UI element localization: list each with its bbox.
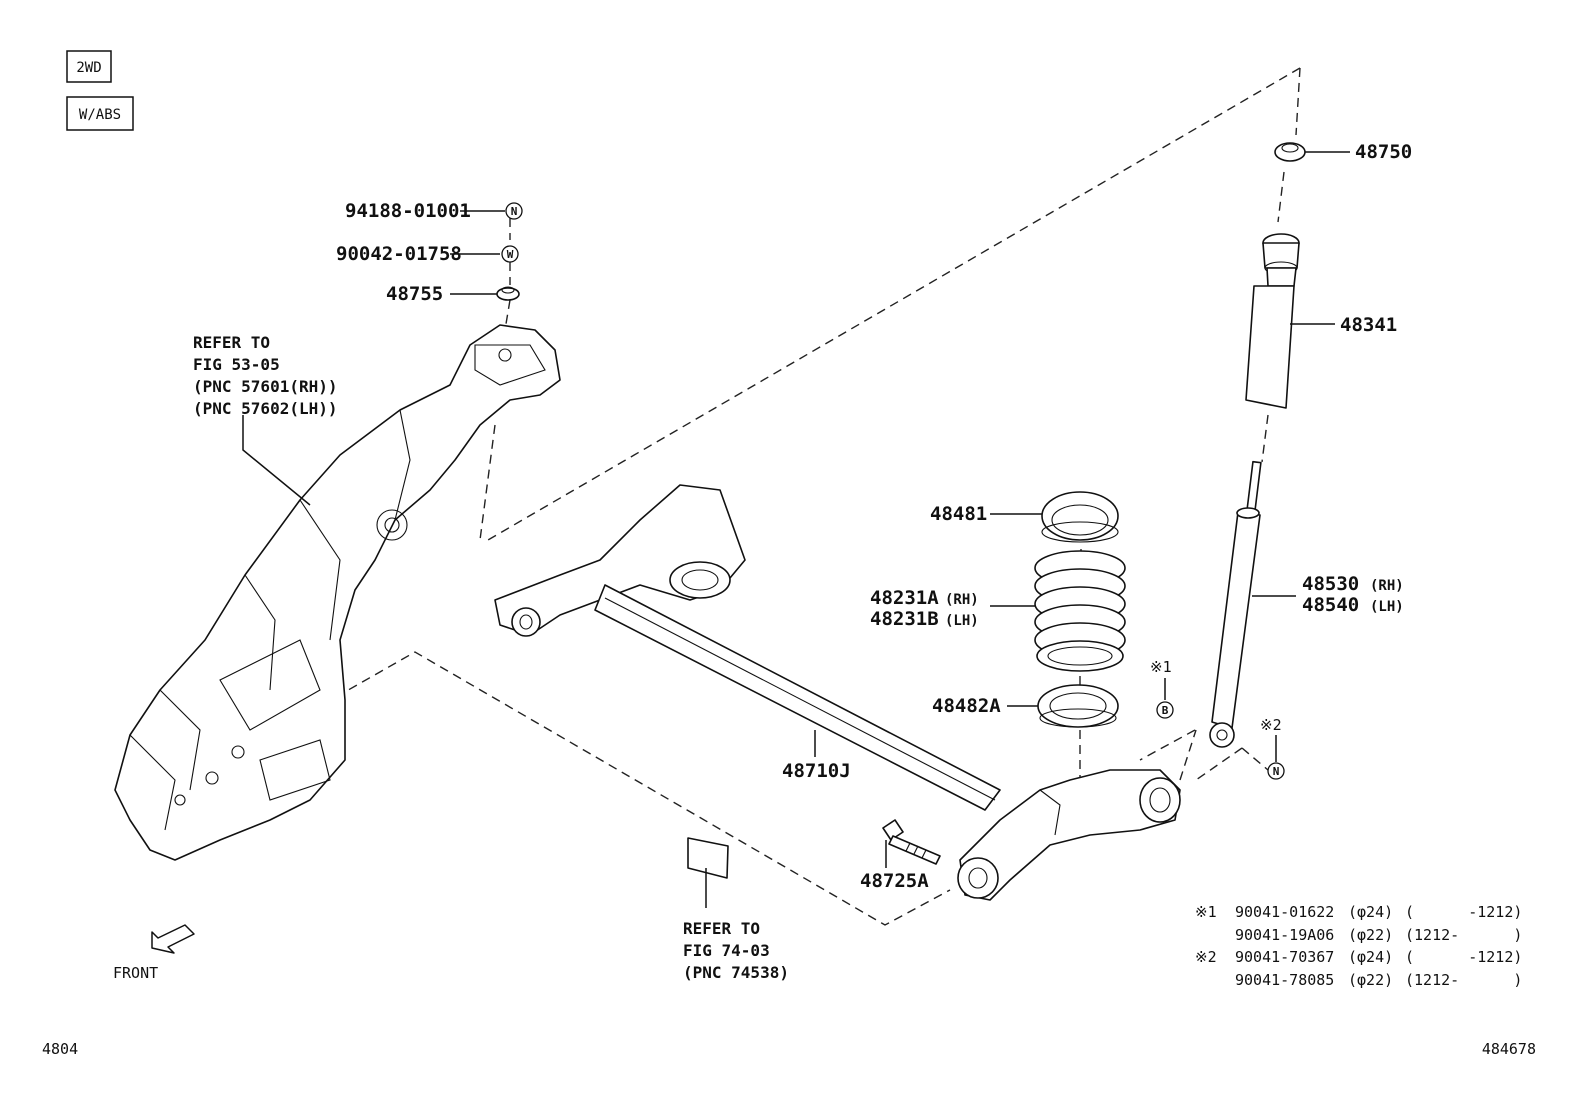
svg-text:B: B xyxy=(1162,704,1169,717)
refer-body-line2: FIG 53-05 xyxy=(193,355,280,374)
refer-body-line1: REFER TO xyxy=(193,333,270,352)
corner-code-right: 484678 xyxy=(1482,1040,1536,1058)
note-row-3-size: (φ24) xyxy=(1348,948,1393,966)
label-48482a: 48482A xyxy=(932,695,1001,717)
label-48231a-number: 48231A xyxy=(870,587,939,609)
refer-body-line4: (PNC 57602(LH)) xyxy=(193,399,338,418)
label-48540-number: 48540 xyxy=(1302,594,1359,616)
svg-text:N: N xyxy=(511,205,518,218)
note-row-1-mark: ※1 xyxy=(1195,903,1217,921)
ref-mark-2: ※2 xyxy=(1260,716,1282,734)
badge-wabs-label: W/ABS xyxy=(79,107,121,123)
label-48231b-number: 48231B xyxy=(870,608,939,630)
svg-text:W: W xyxy=(507,248,514,261)
label-48231b-side: (LH) xyxy=(945,613,979,629)
corner-code-left: 4804 xyxy=(42,1040,78,1058)
washer-marker: W xyxy=(501,245,519,263)
refer-plate-line1: REFER TO xyxy=(683,919,760,938)
label-48231a-side: (RH) xyxy=(945,592,979,608)
label-48530-number: 48530 xyxy=(1302,573,1359,595)
upper-mount-stack xyxy=(496,286,520,301)
badge-wabs: W/ABS xyxy=(66,96,134,131)
upper-spring-insulator xyxy=(1041,491,1119,543)
label-94188-01001: 94188-01001 xyxy=(345,200,471,222)
note-row-4-part: 90041-78085 xyxy=(1235,971,1334,989)
refer-plate-note: REFER TO FIG 74-03 (PNC 74538) xyxy=(683,919,789,982)
front-label: FRONT xyxy=(113,964,158,982)
note-row-2-part: 90041-19A06 xyxy=(1235,926,1334,944)
label-48530: 48530 (RH) xyxy=(1302,573,1404,595)
refer-body-line3: (PNC 57601(RH)) xyxy=(193,377,338,396)
label-48710j: 48710J xyxy=(782,760,851,782)
label-48481: 48481 xyxy=(930,503,987,525)
bumper-cap xyxy=(1274,142,1306,162)
nut-marker-lower: N xyxy=(1267,762,1285,780)
note-row-3-mark: ※2 xyxy=(1195,948,1217,966)
note-row-4-size: (φ22) xyxy=(1348,971,1393,989)
label-48750: 48750 xyxy=(1355,141,1412,163)
lower-spring-insulator xyxy=(1037,684,1119,728)
label-90042-01758: 90042-01758 xyxy=(336,243,462,265)
plate-74538 xyxy=(687,837,729,879)
axle-beam xyxy=(494,484,1181,901)
badge-2wd: 2WD xyxy=(66,50,112,83)
note-row-3-part: 90041-70367 xyxy=(1235,948,1334,966)
label-48341: 48341 xyxy=(1340,314,1397,336)
label-48540-side: (LH) xyxy=(1370,599,1404,615)
label-48231b: 48231B (LH) xyxy=(870,608,979,630)
fastener-notes: ※1 90041-01622 (φ24) ( -1212) 90041-19A0… xyxy=(1195,903,1522,989)
body-side-member xyxy=(114,324,561,861)
note-row-1-part: 90041-01622 xyxy=(1235,903,1334,921)
nut-marker-top: N xyxy=(505,202,523,220)
ref-mark-1: ※1 xyxy=(1150,658,1172,676)
note-row-3-range: ( -1212) xyxy=(1405,948,1522,966)
note-row-2-range: (1212- ) xyxy=(1405,926,1522,944)
label-48231a: 48231A (RH) xyxy=(870,587,979,609)
badge-2wd-label: 2WD xyxy=(76,60,101,76)
refer-plate-line3: (PNC 74538) xyxy=(683,963,789,982)
refer-body-note: REFER TO FIG 53-05 (PNC 57601(RH)) (PNC … xyxy=(193,333,338,418)
bolt-48725a xyxy=(882,819,941,865)
label-48755: 48755 xyxy=(386,283,443,305)
label-48530-side: (RH) xyxy=(1370,578,1404,594)
svg-text:N: N xyxy=(1273,765,1280,778)
leader-lines xyxy=(242,151,1350,908)
coil-spring xyxy=(1034,550,1126,672)
shock-absorber xyxy=(1209,460,1262,748)
assembly-dashed-lines xyxy=(335,67,1301,926)
label-48540: 48540 (LH) xyxy=(1302,594,1404,616)
dust-boot xyxy=(1245,233,1300,409)
label-48725a: 48725A xyxy=(860,870,929,892)
note-row-1-size: (φ24) xyxy=(1348,903,1393,921)
note-row-2-size: (φ22) xyxy=(1348,926,1393,944)
note-row-4-range: (1212- ) xyxy=(1405,971,1522,989)
bolt-marker-b: B xyxy=(1156,701,1174,719)
note-row-1-range: ( -1212) xyxy=(1405,903,1522,921)
front-arrow-icon xyxy=(151,924,195,954)
refer-plate-line2: FIG 74-03 xyxy=(683,941,770,960)
